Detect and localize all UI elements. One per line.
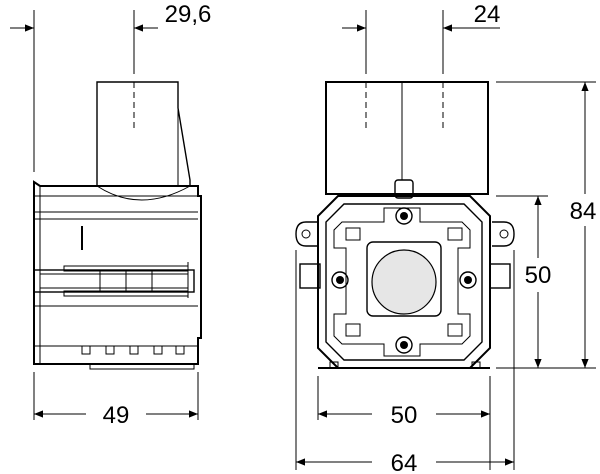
front-view: 24 50 64 50 84	[295, 1, 597, 474]
side-terminals	[81, 346, 185, 355]
mounting-ear-right	[492, 221, 515, 247]
side-tube	[96, 81, 191, 187]
screw-bottom-icon	[395, 336, 413, 354]
side-view: 49 29,6	[10, 1, 211, 429]
front-tube	[325, 81, 489, 195]
front-inner-width-label: 50	[391, 402, 418, 429]
side-depth-label: 49	[103, 402, 130, 429]
front-total-height-label: 84	[570, 198, 597, 225]
screw-top-icon	[395, 207, 413, 225]
center-opening	[371, 249, 437, 315]
center-plate	[366, 241, 442, 317]
side-offset-label: 29,6	[165, 1, 212, 28]
front-inner-height-label: 50	[525, 262, 552, 289]
mounting-ear-left	[295, 221, 318, 247]
box-inner-recess	[333, 207, 471, 357]
side-body	[33, 180, 202, 365]
front-outer-width-label: 64	[391, 450, 418, 474]
screw-left-icon	[331, 271, 349, 289]
screw-right-icon	[459, 271, 477, 289]
front-offset-label: 24	[474, 1, 501, 28]
